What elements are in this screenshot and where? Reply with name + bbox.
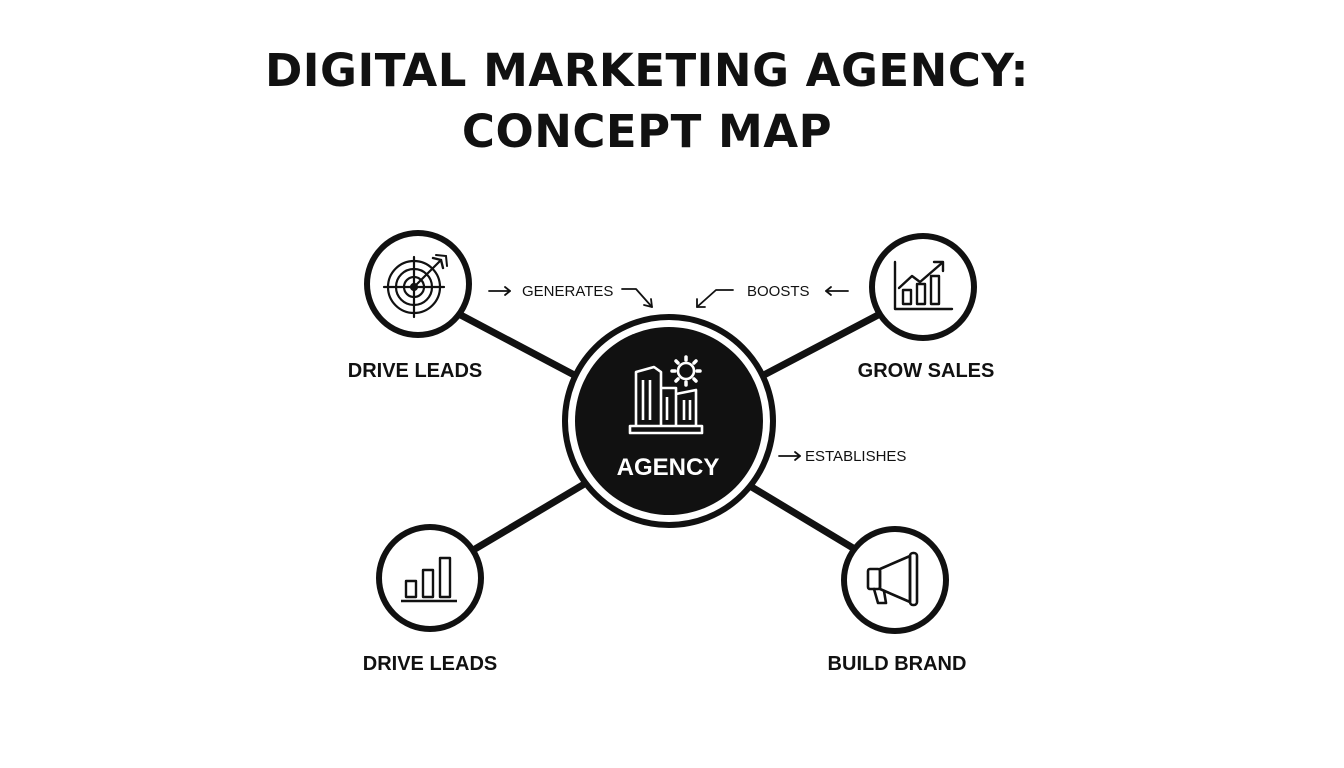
- arrow-right-icon: [488, 286, 511, 296]
- node-label-bottom-left: DRIVE LEADS: [362, 653, 498, 675]
- node-bottom-left[interactable]: [376, 524, 484, 632]
- growth-chart-icon: [893, 260, 954, 311]
- node-label-top-left: DRIVE LEADS: [347, 360, 483, 382]
- node-label-bottom-right: BUILD BRAND: [827, 653, 967, 675]
- node-top-left[interactable]: [364, 230, 472, 338]
- node-top-right[interactable]: [869, 233, 977, 341]
- connector-bottom-right: [748, 483, 855, 551]
- arrow-right-icon: [778, 451, 801, 461]
- arrow-down-right-icon: [621, 288, 653, 308]
- connector-top-left: [453, 308, 580, 381]
- edge-label-generates: GENERATES: [522, 283, 614, 300]
- arrow-down-left-icon: [696, 289, 734, 308]
- megaphone-icon: [866, 551, 919, 607]
- connector-top-right: [760, 310, 882, 380]
- edge-label-establishes: ESTABLISHES: [805, 448, 907, 465]
- page-title-line-2: CONCEPT MAP: [461, 105, 833, 158]
- connector-bottom-left: [473, 479, 588, 553]
- page-title-line-1: DIGITAL MARKETING AGENCY:: [264, 44, 1030, 97]
- center-node-label: AGENCY: [616, 454, 720, 481]
- bar-chart-icon: [401, 556, 457, 603]
- arrow-left-icon: [825, 286, 849, 296]
- node-bottom-right[interactable]: [841, 526, 949, 634]
- building-gear-icon: [628, 355, 704, 435]
- edge-label-boosts: BOOSTS: [747, 283, 810, 300]
- target-arrow-icon: [382, 254, 448, 319]
- center-node-agency[interactable]: [562, 314, 776, 528]
- node-label-top-right: GROW SALES: [857, 360, 995, 382]
